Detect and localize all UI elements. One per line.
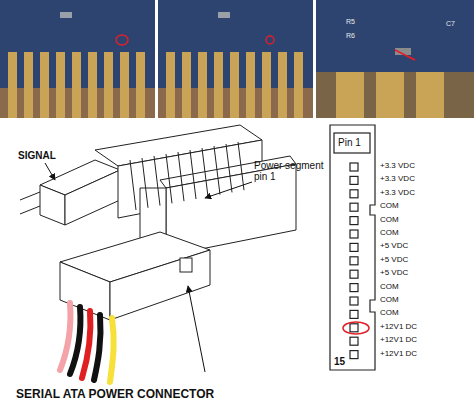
leader-line xyxy=(188,286,205,372)
pin-name: +12V1 DC xyxy=(380,336,417,345)
leader-line xyxy=(205,182,252,198)
pin-name: COM xyxy=(380,309,399,318)
pin-name: +3.3 VDC xyxy=(380,189,415,198)
pinout-outline xyxy=(330,125,375,370)
pin-name: COM xyxy=(380,229,399,238)
pin-number: 15 xyxy=(334,356,345,367)
highlight-circle xyxy=(343,322,369,334)
pin-name: +3.3 VDC xyxy=(380,162,415,171)
pin-name: COM xyxy=(380,296,399,305)
silkscreen-label: R5 xyxy=(346,18,355,26)
receptacle xyxy=(95,125,296,256)
pin-name: +12V1 DC xyxy=(380,350,417,359)
pin-name: +12V1 DC xyxy=(380,323,417,332)
callout-label: Power segment pin 1 xyxy=(254,160,334,182)
pcb-photo xyxy=(0,0,155,118)
pin-name: +5 VDC xyxy=(380,242,408,251)
pcb-photo xyxy=(158,0,313,118)
pin-name: +3.3 VDC xyxy=(380,175,415,184)
pin-label: Pin 1 xyxy=(338,137,361,148)
wires xyxy=(60,303,114,382)
signal-connector xyxy=(20,160,120,225)
connector-label: SIGNAL xyxy=(18,150,56,161)
pin-name: COM xyxy=(380,216,399,225)
pin-name: COM xyxy=(380,202,399,211)
pin-name: +5 VDC xyxy=(380,256,408,265)
silkscreen-label: C7 xyxy=(446,20,455,28)
pin-name: +5 VDC xyxy=(380,269,408,278)
pin-name: COM xyxy=(380,283,399,292)
leader-line xyxy=(45,163,55,180)
pcb-photo xyxy=(316,0,474,118)
caption-label: SERIAL ATA POWER CONNECTOR xyxy=(16,388,214,401)
silkscreen-label: R6 xyxy=(346,32,355,40)
